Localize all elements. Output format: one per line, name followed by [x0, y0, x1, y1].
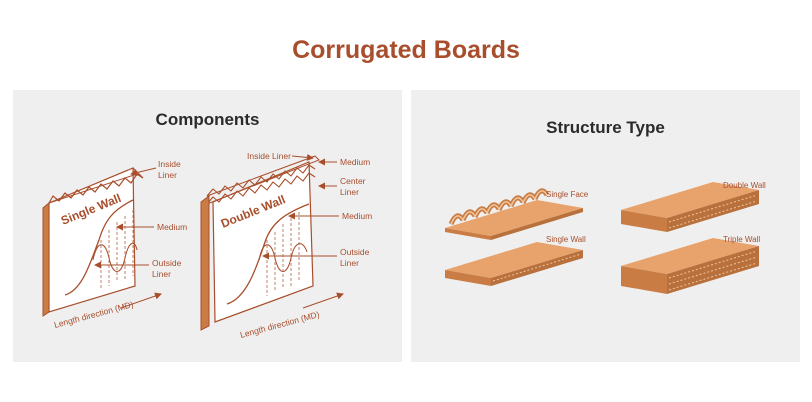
double-outside-liner-line2: Liner: [340, 258, 359, 268]
components-diagram: Single Wall Inside Liner Medium Outside …: [42, 151, 372, 340]
single-face-illustration: [445, 188, 583, 240]
double-medium-top-label: Medium: [340, 157, 370, 167]
triple-wall-structure-label: Triple Wall: [723, 235, 760, 244]
double-outside-liner-line1: Outside: [340, 247, 370, 257]
single-inside-liner-line1: Inside: [158, 159, 181, 169]
single-inside-liner-line2: Liner: [158, 170, 177, 180]
single-wall-illustration: Single Wall: [42, 167, 144, 317]
components-heading: Components: [155, 110, 260, 129]
double-wall-illustration: Double Wall: [200, 155, 320, 331]
double-wall-structure-label: Double Wall: [723, 181, 766, 190]
double-medium-label: Medium: [342, 211, 372, 221]
triple-wall-structure-illustration: [621, 238, 759, 294]
single-outside-liner-line2: Liner: [152, 269, 171, 279]
single-medium-label: Medium: [157, 222, 187, 232]
double-inside-liner-label: Inside Liner: [247, 151, 291, 161]
page-title: Corrugated Boards: [292, 36, 520, 64]
single-wall-structure-label: Single Wall: [546, 235, 586, 244]
single-wall-structure-illustration: [445, 242, 583, 286]
single-outside-liner-line1: Outside: [152, 258, 182, 268]
structure-diagram: Single Face Single Wall Double Wall Trip…: [445, 181, 766, 294]
double-center-liner-line2: Liner: [340, 187, 359, 197]
single-face-label: Single Face: [546, 190, 589, 199]
components-panel: Components Single Wall Inside Liner: [13, 90, 402, 362]
double-wall-structure-illustration: [621, 182, 759, 232]
double-length-direction: Length direction (MD): [239, 309, 321, 340]
structure-heading: Structure Type: [546, 118, 665, 137]
double-center-liner-line1: Center: [340, 176, 366, 186]
structure-panel: Structure Type Single Face Single Wall: [411, 90, 800, 362]
